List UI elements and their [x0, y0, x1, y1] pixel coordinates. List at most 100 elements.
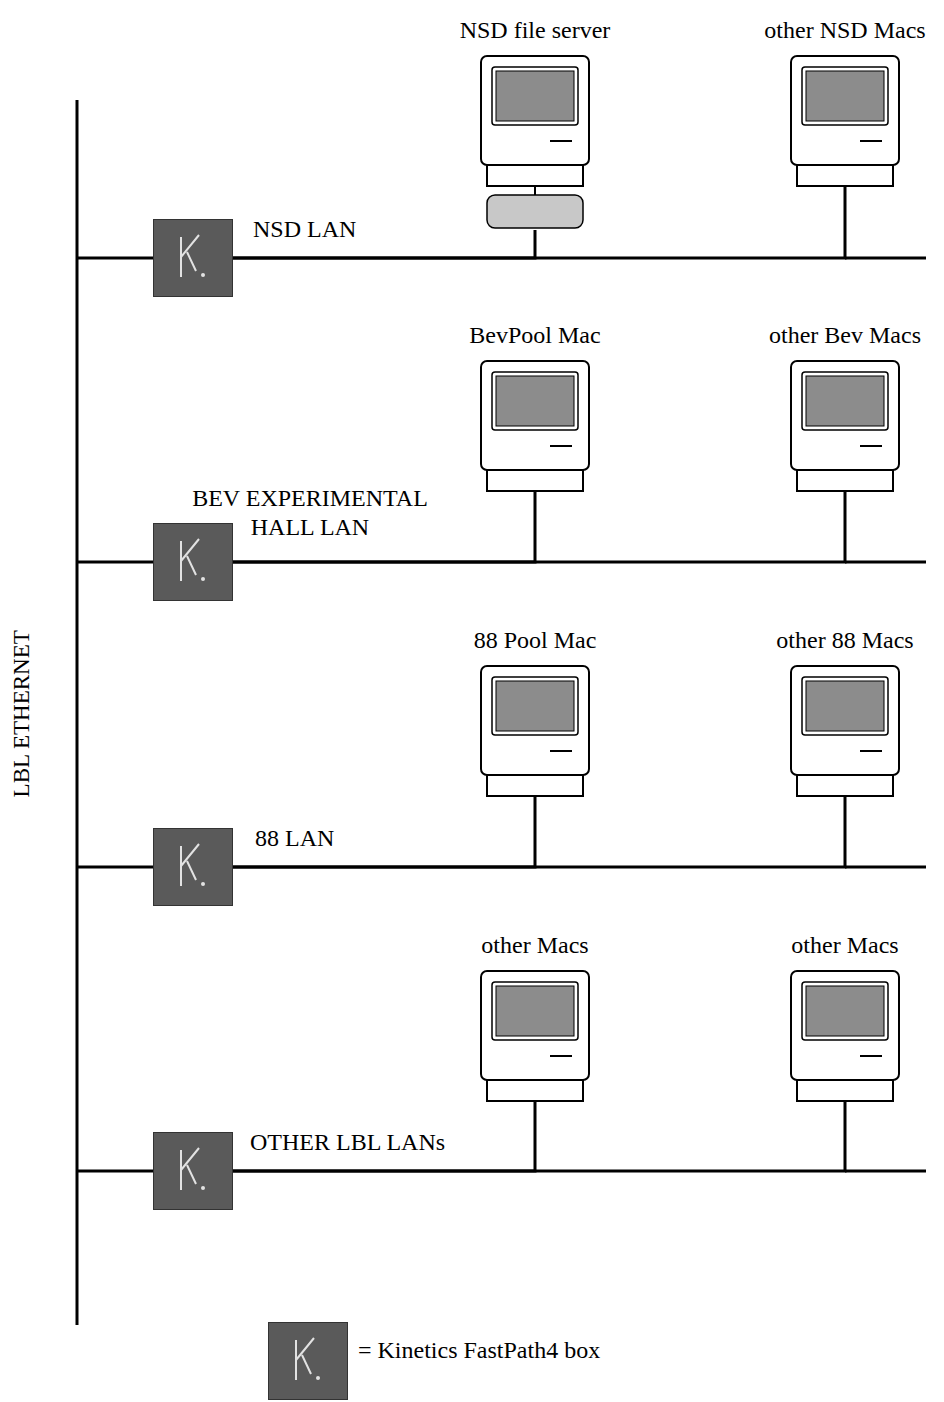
mac-case: [481, 971, 589, 1080]
lan-line: [845, 866, 926, 869]
mac-foot: [797, 165, 893, 186]
ethernet-line: [76, 100, 79, 1325]
macintosh-icon: [480, 360, 590, 492]
lan-label: 88 LAN: [255, 824, 334, 853]
kinetics-box-body: [269, 1323, 348, 1400]
mac-label: other NSD Macs: [764, 16, 925, 45]
mac-screen: [496, 986, 574, 1036]
kinetics-box-body: [154, 1133, 233, 1210]
kinetics-logo-dot: [316, 1376, 320, 1380]
lan-cable: [233, 1102, 845, 1171]
macintosh-node: 88 Pool Mac: [375, 626, 695, 797]
mac-drive-slot: [860, 1055, 882, 1057]
kinetics-logo: [181, 1148, 199, 1190]
kinetics-logo-dot: [201, 882, 205, 886]
mac-screen: [806, 681, 884, 731]
mac-case: [791, 361, 899, 470]
mac-screen: [806, 71, 884, 121]
macintosh-icon: [790, 55, 900, 187]
lan-cable: [233, 797, 845, 867]
macintosh-icon: [480, 665, 590, 797]
mac-screen-bezel: [492, 982, 578, 1040]
mac-foot: [797, 470, 893, 491]
mac-case: [791, 971, 899, 1080]
lan-line: [845, 561, 926, 564]
lan-label: NSD LAN: [253, 215, 356, 244]
lan-line: [77, 1170, 153, 1173]
lan-line: [77, 561, 153, 564]
kinetics-fastpath-node: 88 LAN: [153, 828, 233, 906]
mac-drive-slot: [550, 445, 572, 447]
mac-screen: [496, 376, 574, 426]
mac-screen: [806, 376, 884, 426]
mac-screen-bezel: [492, 67, 578, 125]
lan-line: [845, 1170, 926, 1173]
mac-case: [791, 666, 899, 775]
lan-line: [845, 257, 926, 260]
lan-label: BEV EXPERIMENTAL HALL LAN: [160, 484, 460, 542]
mac-label: other 88 Macs: [776, 626, 913, 655]
network-label: LBL ETHERNET: [8, 594, 36, 834]
mac-foot: [487, 1080, 583, 1101]
macintosh-icon: [790, 360, 900, 492]
kinetics-logo: [181, 844, 199, 886]
kinetics-box-body: [154, 829, 233, 906]
mac-foot: [797, 1080, 893, 1101]
macintosh-icon: [790, 665, 900, 797]
mac-drive-slot: [860, 750, 882, 752]
mac-case: [481, 56, 589, 165]
mac-foot: [487, 165, 583, 186]
macintosh-node: other Macs: [685, 931, 944, 1102]
mac-drive-slot: [860, 445, 882, 447]
kinetics-box: [153, 828, 233, 906]
kinetics-logo: [181, 539, 199, 581]
mac-foot: [487, 470, 583, 491]
kinetics-fastpath-node: OTHER LBL LANs: [153, 1132, 233, 1210]
mac-label: other Macs: [481, 931, 588, 960]
lan-cable: [233, 187, 845, 258]
kinetics-logo-dot: [201, 1186, 205, 1190]
kinetics-logo-dot: [201, 577, 205, 581]
mac-screen: [806, 986, 884, 1036]
kinetics-logo: [181, 235, 199, 277]
mac-screen-bezel: [802, 67, 888, 125]
external-drive: [487, 195, 583, 228]
macintosh-node: other Macs: [375, 931, 695, 1102]
mac-drive-slot: [550, 140, 572, 142]
mac-drive-slot: [860, 140, 882, 142]
mac-case: [791, 56, 899, 165]
mac-screen-bezel: [492, 677, 578, 735]
mac-case: [481, 666, 589, 775]
mac-drive-slot: [550, 750, 572, 752]
drive-cable: [534, 186, 536, 195]
lan-cable: [233, 797, 535, 867]
legend-kinetics-box: [269, 1323, 348, 1400]
mac-label: other Macs: [791, 931, 898, 960]
lan-line: [77, 257, 153, 260]
macintosh-node: other Bev Macs: [685, 321, 944, 492]
macintosh-icon: [790, 970, 900, 1102]
macintosh-node: NSD file server: [375, 16, 695, 230]
lan-cable: [233, 1102, 535, 1171]
mac-label: NSD file server: [460, 16, 611, 45]
macintosh-node: other 88 Macs: [685, 626, 944, 797]
macintosh-node: BevPool Mac: [375, 321, 695, 492]
mac-case: [481, 361, 589, 470]
mac-foot: [797, 775, 893, 796]
kinetics-box: [153, 1132, 233, 1210]
kinetics-box: [153, 523, 233, 601]
lan-label: OTHER LBL LANs: [250, 1128, 445, 1157]
macintosh-icon: [480, 970, 590, 1102]
kinetics-logo-dot: [201, 273, 205, 277]
mac-screen-bezel: [802, 677, 888, 735]
kinetics-logo: [296, 1338, 314, 1380]
kinetics-box-body: [154, 524, 233, 601]
kinetics-box-body: [154, 220, 233, 297]
mac-screen: [496, 71, 574, 121]
lan-line: [77, 866, 153, 869]
legend-text: = Kinetics FastPath4 box: [358, 1337, 600, 1363]
mac-label: 88 Pool Mac: [474, 626, 597, 655]
mac-screen: [496, 681, 574, 731]
mac-label: other Bev Macs: [769, 321, 921, 350]
